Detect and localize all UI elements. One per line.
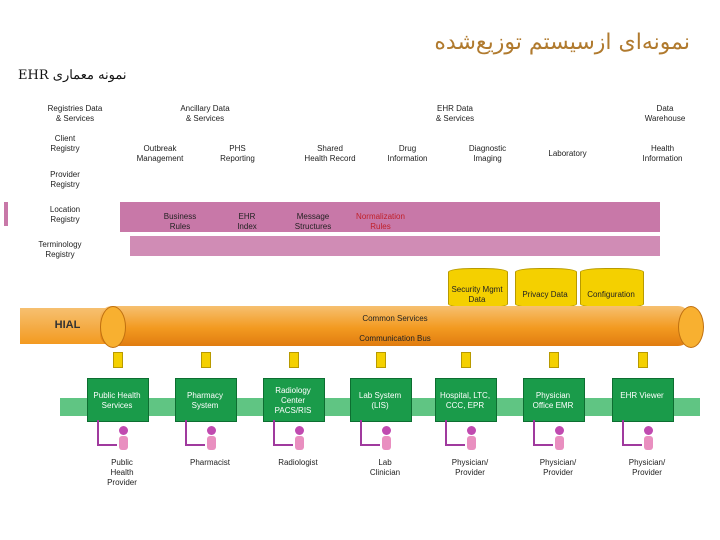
system-box [87,378,149,422]
subtitle-ehr: EHR [18,68,49,83]
system-box [612,378,674,422]
bus-connector [638,352,648,368]
user-body-icon [467,436,476,450]
configuration-store [580,268,644,308]
client-registry: Client Registry [50,134,80,153]
user-link-line [622,444,642,446]
system-label: Lab System (LIS) [358,391,402,410]
security-mgmt-data: Security Mgmt Data [451,285,503,304]
bus-connector [201,352,211,368]
communication-bus: Communication Bus [359,334,431,343]
security-store [448,268,508,308]
user-body-icon [382,436,391,450]
user-body-icon [119,436,128,450]
user-label: Public Health Provider [107,458,137,487]
hial-label-box [20,308,115,344]
user-label: Physician/ Provider [539,458,577,477]
bus-connector [461,352,471,368]
system-box [263,378,325,422]
user-label: Radiologist [278,458,318,467]
system-label: Physician Office EMR [532,391,574,410]
configuration: Configuration [587,290,635,299]
user-link-line [360,444,380,446]
drug-information: Drug Information [387,144,428,163]
user-link-line [445,420,447,444]
user-label: Pharmacist [189,458,230,467]
user-label: Lab Clinician [369,458,401,477]
user-link-line [97,420,99,444]
phs-reporting: PHS Reporting [220,144,255,163]
system-box [175,378,237,422]
label-warehouse: Data Warehouse [644,104,686,123]
normalization-rules: Normalization Rules [356,212,405,231]
bus-connector [376,352,386,368]
label-ancillary: Ancillary Data & Services [180,104,230,123]
bus-connector [289,352,299,368]
common-services: Common Services [362,314,428,323]
privacy-data: Privacy Data [522,290,568,299]
location-registry: Location Registry [49,205,81,224]
user-link-line [273,444,293,446]
user-link-line [622,420,624,444]
provider-registry: Provider Registry [50,170,80,189]
bus-connector [549,352,559,368]
user-link-line [533,420,535,444]
system-box [523,378,585,422]
message-structures: Message Structures [294,212,332,231]
user-link-line [185,444,205,446]
ehr-index: EHR Index [237,212,257,231]
diagnostic-imaging: Diagnostic Imaging [468,144,507,163]
user-head-icon [295,426,304,435]
privacy-store [515,268,577,308]
subtitle: نمونه معماری EHR [18,68,127,83]
user-head-icon [555,426,564,435]
hial-label: HIAL [54,319,81,331]
user-head-icon [382,426,391,435]
user-label: Physician/ Provider [451,458,489,477]
page-title: نمونه‌ای ازسیستم توزیع‌شده [434,30,690,55]
system-box [435,378,497,422]
bus-right-end [678,306,704,348]
left-marker [4,202,8,226]
user-body-icon [207,436,216,450]
laboratory: Laboratory [548,149,587,158]
user-link-line [185,420,187,444]
subtitle-persian: نمونه معماری [52,68,127,83]
user-link-line [97,444,117,446]
system-label: EHR Viewer [620,391,664,400]
user-head-icon [207,426,216,435]
system-label: Public Health Services [93,391,141,410]
outbreak-management: Outbreak Management [136,144,184,163]
system-label: Radiology Center PACS/RIS [274,386,312,415]
user-head-icon [119,426,128,435]
user-link-line [360,420,362,444]
ehr-infostructure-bar [120,202,660,232]
user-body-icon [295,436,304,450]
business-rules: Business Rules [163,212,197,231]
bus-connector [113,352,123,368]
user-body-icon [555,436,564,450]
label-ehr-data: EHR Data & Services [435,104,475,123]
health-information: Health Information [642,144,683,163]
system-label: Hospital, LTC, CCC, EPR [439,391,491,410]
user-link-line [445,444,465,446]
shared-health-record: Shared Health Record [304,144,356,163]
user-head-icon [644,426,653,435]
user-link-line [533,444,553,446]
system-box [350,378,412,422]
ehr-lower-bar [130,236,660,256]
hial-bus [100,306,690,346]
user-head-icon [467,426,476,435]
terminology-registry: Terminology Registry [38,240,82,259]
user-body-icon [644,436,653,450]
user-link-line [273,420,275,444]
bus-left-end [100,306,126,348]
system-label: Pharmacy System [186,391,223,410]
user-label: Physician/ Provider [628,458,666,477]
label-registries: Registries Data & Services [47,104,103,123]
